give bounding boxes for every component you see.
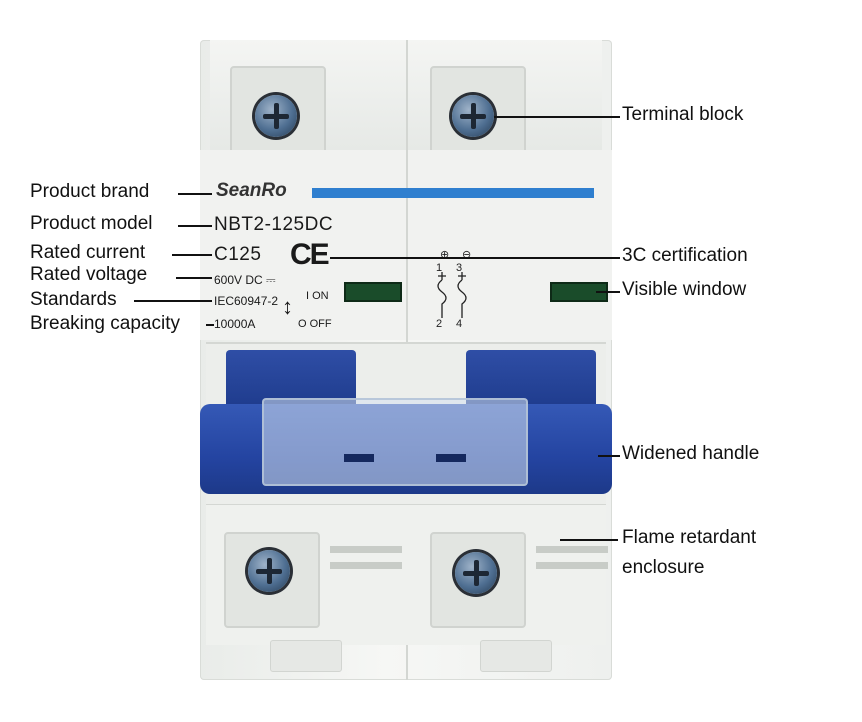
brand-print: SeanRo — [216, 180, 287, 201]
screw-icon — [248, 550, 290, 592]
vent-slot — [330, 562, 402, 569]
leader-line — [494, 116, 620, 118]
callout-visible-window: Visible window — [622, 279, 747, 300]
leader-line — [134, 300, 212, 302]
leader-line — [176, 277, 212, 279]
model-print: NBT2-125DC — [214, 214, 334, 235]
din-foot-left — [270, 640, 342, 672]
standard-print: IEC60947-2 — [214, 294, 279, 308]
leader-line — [598, 455, 620, 457]
current-print: C125 — [214, 244, 262, 265]
vent-slot — [330, 546, 402, 553]
breaking-print: 10000A — [214, 317, 256, 331]
callout-product-brand: Product brand — [30, 181, 150, 202]
accent-stripe — [312, 188, 594, 198]
handle-slot — [436, 454, 466, 462]
circuit-symbol-icon — [437, 272, 467, 318]
handle-clear-cover — [262, 398, 528, 486]
off-label: O OFF — [298, 318, 332, 330]
callout-terminal-block: Terminal block — [622, 104, 744, 125]
updown-arrow-icon: ↕ — [282, 294, 293, 319]
minus-symbol-icon: ⊖ — [462, 249, 472, 261]
pole-number: 2 — [436, 318, 443, 330]
indicator-window-left — [344, 282, 402, 302]
screw-icon — [452, 95, 494, 137]
pole-number: 4 — [456, 318, 463, 330]
pole-number: 3 — [456, 262, 463, 274]
vent-slot — [536, 546, 608, 553]
voltage-print: 600V DC ⎓ — [214, 273, 276, 287]
on-label: I ON — [306, 290, 329, 302]
callout-rated-current: Rated current — [30, 242, 146, 263]
callout-flame-line1: Flame retardant — [622, 527, 757, 548]
plus-symbol-icon: ⊕ — [440, 249, 450, 261]
screw-icon — [455, 552, 497, 594]
vent-slot — [536, 562, 608, 569]
leader-line — [330, 257, 620, 259]
callout-rated-voltage: Rated voltage — [30, 264, 148, 285]
din-foot-right — [480, 640, 552, 672]
leader-line — [596, 291, 620, 293]
callout-certification: 3C certification — [622, 245, 748, 266]
callout-standards: Standards — [30, 289, 117, 310]
callout-breaking-capacity: Breaking capacity — [30, 313, 180, 334]
callout-widened-handle: Widened handle — [622, 443, 760, 464]
leader-line — [206, 324, 214, 326]
leader-line — [560, 539, 618, 541]
ce-mark: CE — [290, 238, 330, 271]
indicator-window-right — [550, 282, 608, 302]
leader-line — [178, 193, 212, 195]
callout-product-model: Product model — [30, 213, 153, 234]
callout-flame-line2: enclosure — [622, 557, 705, 578]
handle-slot — [344, 454, 374, 462]
leader-line — [178, 225, 212, 227]
leader-line — [172, 254, 212, 256]
pole-number: 1 — [436, 262, 443, 274]
screw-icon — [255, 95, 297, 137]
